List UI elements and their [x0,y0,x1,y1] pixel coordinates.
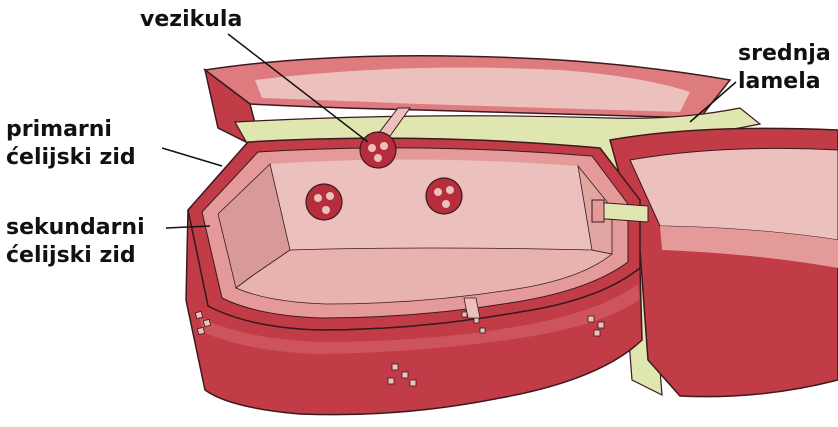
vesicle [306,184,342,220]
pit [388,378,394,384]
label-primary-wall: primarni ćelijski zid [6,116,136,172]
label-primary-wall-line2: ćelijski zid [6,144,136,172]
pit [588,316,594,322]
pit [480,328,485,333]
label-vesicle-text: vezikula [140,6,242,34]
pit [594,330,600,336]
vesicle-content-dot [442,200,450,208]
vesicle-content-dot [322,206,330,214]
label-secondary-wall-line1: sekundarni [6,214,145,242]
vesicle-content-dot [380,142,388,150]
pit [410,380,416,386]
vesicle-content-dot [446,186,454,194]
vesicle-content-dot [326,192,334,200]
vesicle-content-dot [374,154,382,162]
label-middle-lamella-line1: srednja [738,40,831,68]
label-vesicle: vezikula [140,6,242,34]
label-secondary-wall-line2: ćelijski zid [6,242,145,270]
pit [402,372,408,378]
plasmodesma-end [592,200,604,222]
vesicle-content-dot [368,144,376,152]
leader-line-primary-wall [162,148,222,166]
pit [598,322,604,328]
pit [474,318,479,323]
pit [392,364,398,370]
front-cell [186,138,648,415]
label-middle-lamella-line2: lamela [738,68,831,96]
vesicle-content-dot [434,188,442,196]
label-secondary-wall: sekundarni ćelijski zid [6,214,145,270]
pit [197,327,204,334]
label-middle-lamella: srednja lamela [738,40,831,96]
vesicle-at-wall [360,132,396,168]
pit [195,311,202,318]
pit [462,312,467,317]
vesicle-content-dot [314,194,322,202]
label-primary-wall-line1: primarni [6,116,136,144]
pit [203,319,210,326]
vesicle [426,178,462,214]
